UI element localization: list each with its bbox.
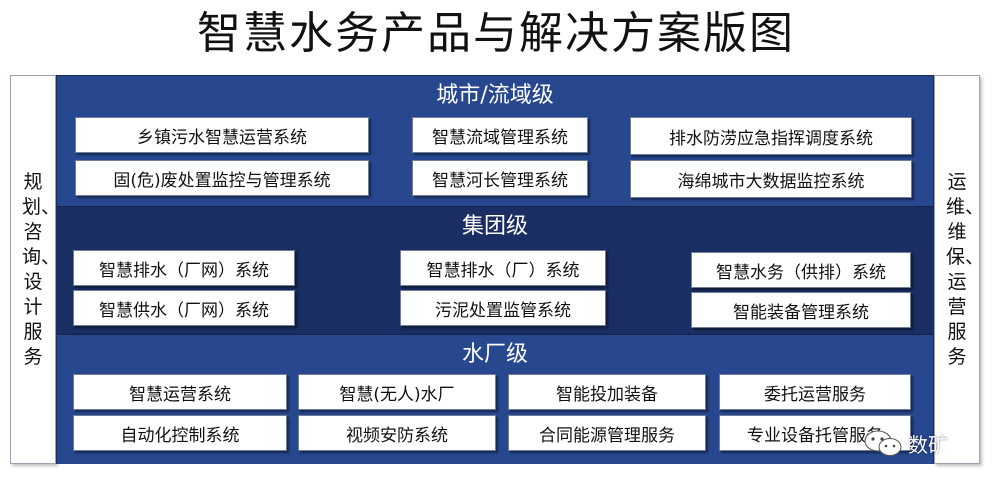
system-box: 智慧河长管理系统 (412, 160, 588, 196)
right-side-label: 运维、维保、运营服务 (946, 170, 985, 368)
page-title: 智慧水务产品与解决方案版图 (197, 8, 795, 59)
system-box: 智慧排水（厂）系统 (400, 250, 606, 286)
system-box: 视频安防系统 (298, 415, 496, 451)
system-box: 智慧(无人)水厂 (298, 374, 496, 410)
system-box: 污泥处置监管系统 (400, 290, 606, 326)
level-water-plant: 水厂级 智慧运营系统 智慧(无人)水厂 智能投加装备 委托运营服务 自动化控制系… (57, 334, 933, 464)
left-side-label: 规划、咨询、设计服务 (22, 170, 61, 368)
system-box: 海绵城市大数据监控系统 (630, 160, 912, 198)
system-box: 自动化控制系统 (73, 415, 287, 451)
left-side-panel: 规划、咨询、设计服务 (10, 75, 61, 464)
system-box: 智慧水务（供排）系统 (691, 252, 911, 288)
right-side-panel: 运维、维保、运营服务 (934, 75, 985, 464)
level-title-group: 集团级 (461, 214, 528, 239)
system-box: 智慧运营系统 (73, 374, 287, 410)
level-city-basin: 城市/流域级 乡镇污水智慧运营系统 智慧流域管理系统 排水防涝应急指挥调度系统 … (57, 76, 933, 206)
system-box: 智慧流域管理系统 (412, 117, 588, 153)
system-box: 乡镇污水智慧运营系统 (75, 117, 369, 153)
system-box: 智能投加装备 (508, 374, 706, 410)
level-group: 集团级 智慧排水（厂网）系统 智慧排水（厂）系统 智慧水务（供排）系统 智慧供水… (57, 206, 933, 335)
system-box: 委托运营服务 (719, 374, 911, 410)
system-box: 智慧排水（厂网）系统 (73, 250, 295, 286)
watermark-text: 数矿 (908, 432, 948, 457)
system-box: 排水防涝应急指挥调度系统 (630, 117, 912, 155)
system-box: 智能装备管理系统 (691, 292, 911, 328)
level-title-plant: 水厂级 (461, 342, 528, 367)
system-box: 固(危)废处置监控与管理系统 (75, 160, 369, 196)
solution-map: 城市/流域级 乡镇污水智慧运营系统 智慧流域管理系统 排水防涝应急指挥调度系统 … (56, 75, 934, 464)
system-box: 智慧供水（厂网）系统 (73, 290, 295, 326)
system-box: 合同能源管理服务 (508, 415, 706, 451)
watermark: 数矿 (862, 428, 948, 458)
wechat-icon (864, 430, 902, 456)
level-title-city: 城市/流域级 (436, 83, 554, 108)
